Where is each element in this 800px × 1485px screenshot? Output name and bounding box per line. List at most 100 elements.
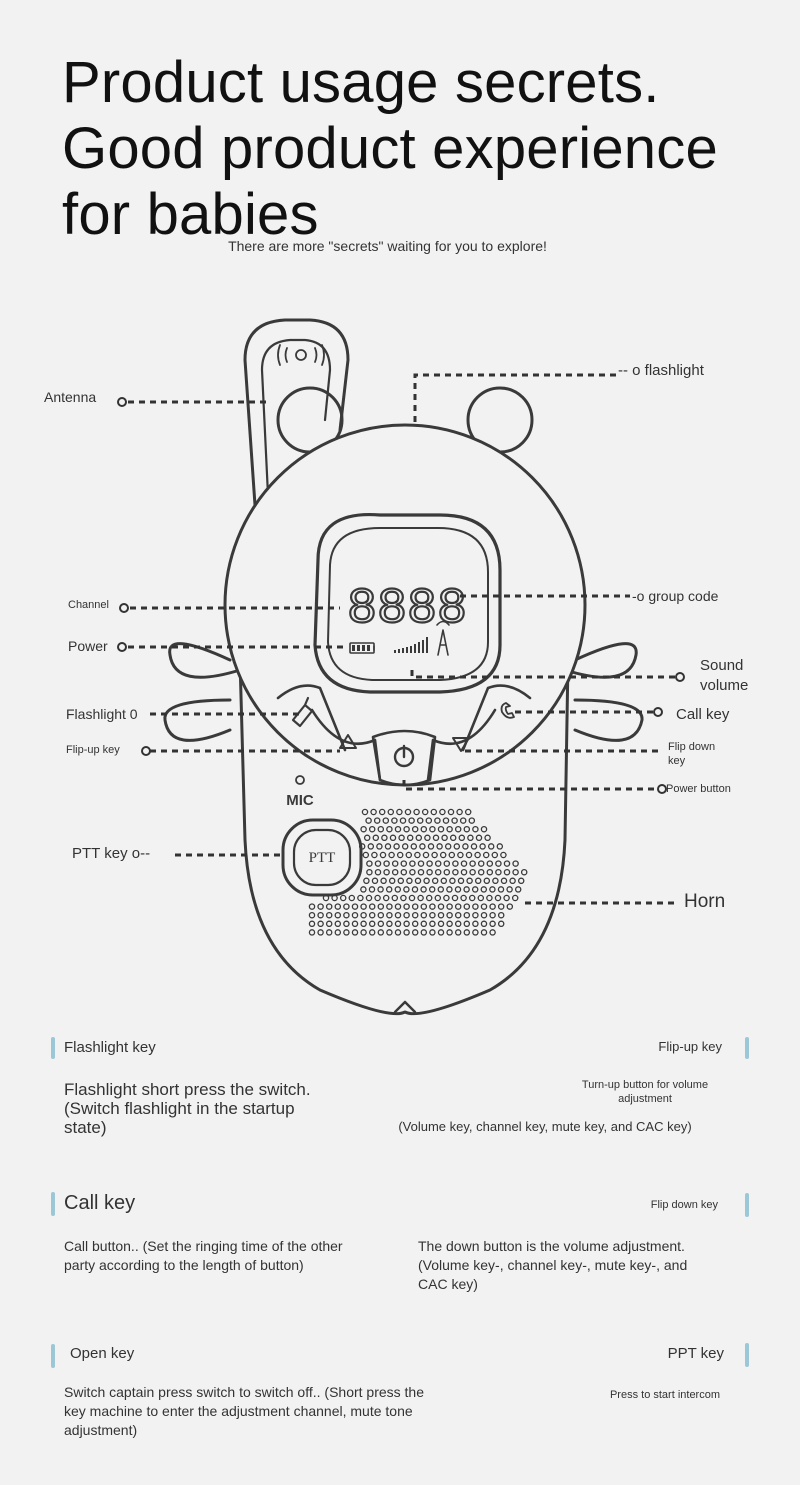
speaker-hole	[371, 877, 379, 885]
speaker-hole	[479, 843, 486, 850]
speaker-hole	[417, 860, 425, 867]
section-call-key-body: Call button.. (Set the ringing time of t…	[64, 1238, 343, 1273]
speaker-hole	[509, 877, 516, 885]
speaker-hole	[426, 860, 433, 867]
speaker-hole	[360, 920, 367, 928]
speaker-hole	[441, 834, 448, 842]
speaker-hole	[322, 894, 330, 902]
flip-up-arrow	[339, 734, 357, 749]
speaker-hole	[489, 911, 496, 919]
speaker-hole	[360, 886, 367, 893]
speaker-hole	[477, 860, 485, 867]
speaker-hole	[474, 851, 481, 859]
speaker-hole	[417, 868, 425, 876]
speaker-hole	[429, 911, 436, 919]
speaker-hole	[386, 920, 393, 928]
accent-bar	[51, 1037, 55, 1059]
speaker-hole	[454, 825, 462, 833]
speaker-hole	[371, 851, 378, 859]
accent-bar	[51, 1344, 55, 1368]
speaker-hole	[411, 929, 419, 936]
speaker-hole	[454, 929, 462, 936]
speaker-hole	[477, 868, 485, 876]
speaker-hole	[474, 877, 482, 885]
speaker-hole	[495, 868, 502, 876]
speaker-hole	[351, 903, 359, 910]
speaker-hole	[503, 860, 511, 867]
callout-flip-up: Flip-up key	[66, 744, 120, 756]
speaker-hole	[443, 868, 451, 876]
speaker-hole	[443, 860, 451, 867]
speaker-hole	[460, 868, 468, 876]
speaker-hole	[447, 808, 455, 816]
speaker-hole	[425, 817, 433, 824]
speaker-hole	[483, 877, 491, 885]
callout-antenna: Antenna	[44, 389, 97, 405]
speaker-hole	[394, 920, 402, 928]
speaker-hole	[484, 834, 491, 842]
speaker-hole	[454, 903, 462, 910]
speaker-hole	[480, 911, 488, 919]
speaker-hole	[517, 877, 525, 885]
speaker-hole	[399, 817, 407, 824]
speaker-hole	[403, 920, 410, 928]
speaker-hole	[497, 920, 505, 928]
antenna-shape	[243, 318, 350, 507]
speaker-hole	[434, 868, 442, 876]
speaker-hole	[383, 868, 390, 876]
mic-label: MIC	[286, 792, 314, 809]
speaker-hole	[368, 929, 376, 936]
speaker-hole	[463, 920, 471, 928]
speaker-hole	[325, 903, 333, 910]
speaker-hole	[363, 834, 371, 842]
speaker-hole	[394, 903, 402, 910]
speaker-hole	[497, 911, 505, 919]
speaker-hole	[409, 860, 416, 867]
section-flip-up-key-body-2: (Volume key, channel key, mute key, and …	[398, 1119, 692, 1134]
speaker-hole	[464, 808, 472, 816]
speaker-hole	[391, 860, 399, 867]
speaker-hole	[424, 834, 431, 842]
callout-flashlight-top: -- o flashlight	[618, 362, 704, 379]
speaker-hole	[408, 817, 415, 824]
speaker-hole	[419, 843, 426, 850]
speaker-hole	[391, 868, 399, 876]
section-flip-up-key-body-1: Turn-up button for volume adjustment	[581, 1079, 709, 1105]
screen-inner	[327, 527, 489, 681]
display-digits: 8888	[347, 581, 467, 638]
speaker-hole	[360, 825, 367, 833]
speaker-hole	[491, 851, 499, 859]
speaker-hole	[446, 903, 453, 910]
speaker-hole	[360, 903, 367, 910]
speaker-hole	[463, 903, 471, 910]
callout-flip-down-1: Flip down	[668, 741, 716, 753]
speaker-hole	[489, 920, 496, 928]
speaker-hole	[374, 894, 381, 902]
speaker-hole	[382, 894, 390, 902]
speaker-hole	[429, 903, 436, 910]
speaker-hole	[365, 817, 372, 824]
speaker-hole	[453, 843, 461, 850]
speaker-hole	[400, 860, 408, 867]
speaker-hole	[363, 877, 370, 885]
speaker-hole	[449, 877, 456, 885]
speaker-hole	[443, 894, 450, 902]
speaker-hole	[391, 817, 398, 824]
speaker-hole	[368, 903, 376, 910]
speaker-hole	[396, 851, 404, 859]
speaker-hole	[408, 894, 416, 902]
speaker-hole	[411, 825, 419, 833]
speaker-hole	[397, 877, 405, 885]
speaker-hole	[403, 886, 410, 893]
speaker-hole	[423, 877, 430, 885]
speaker-hole	[405, 851, 413, 859]
speaker-hole	[414, 851, 421, 859]
speaker-hole	[468, 817, 476, 824]
speaker-hole	[368, 825, 376, 833]
speaker-hole	[429, 825, 436, 833]
speaker-hole	[503, 894, 510, 902]
speaker-hole	[460, 894, 467, 902]
speaker-hole	[486, 860, 494, 867]
section-flip-up-key-title: Flip-up key	[658, 1039, 722, 1054]
speaker-hole	[383, 860, 390, 867]
